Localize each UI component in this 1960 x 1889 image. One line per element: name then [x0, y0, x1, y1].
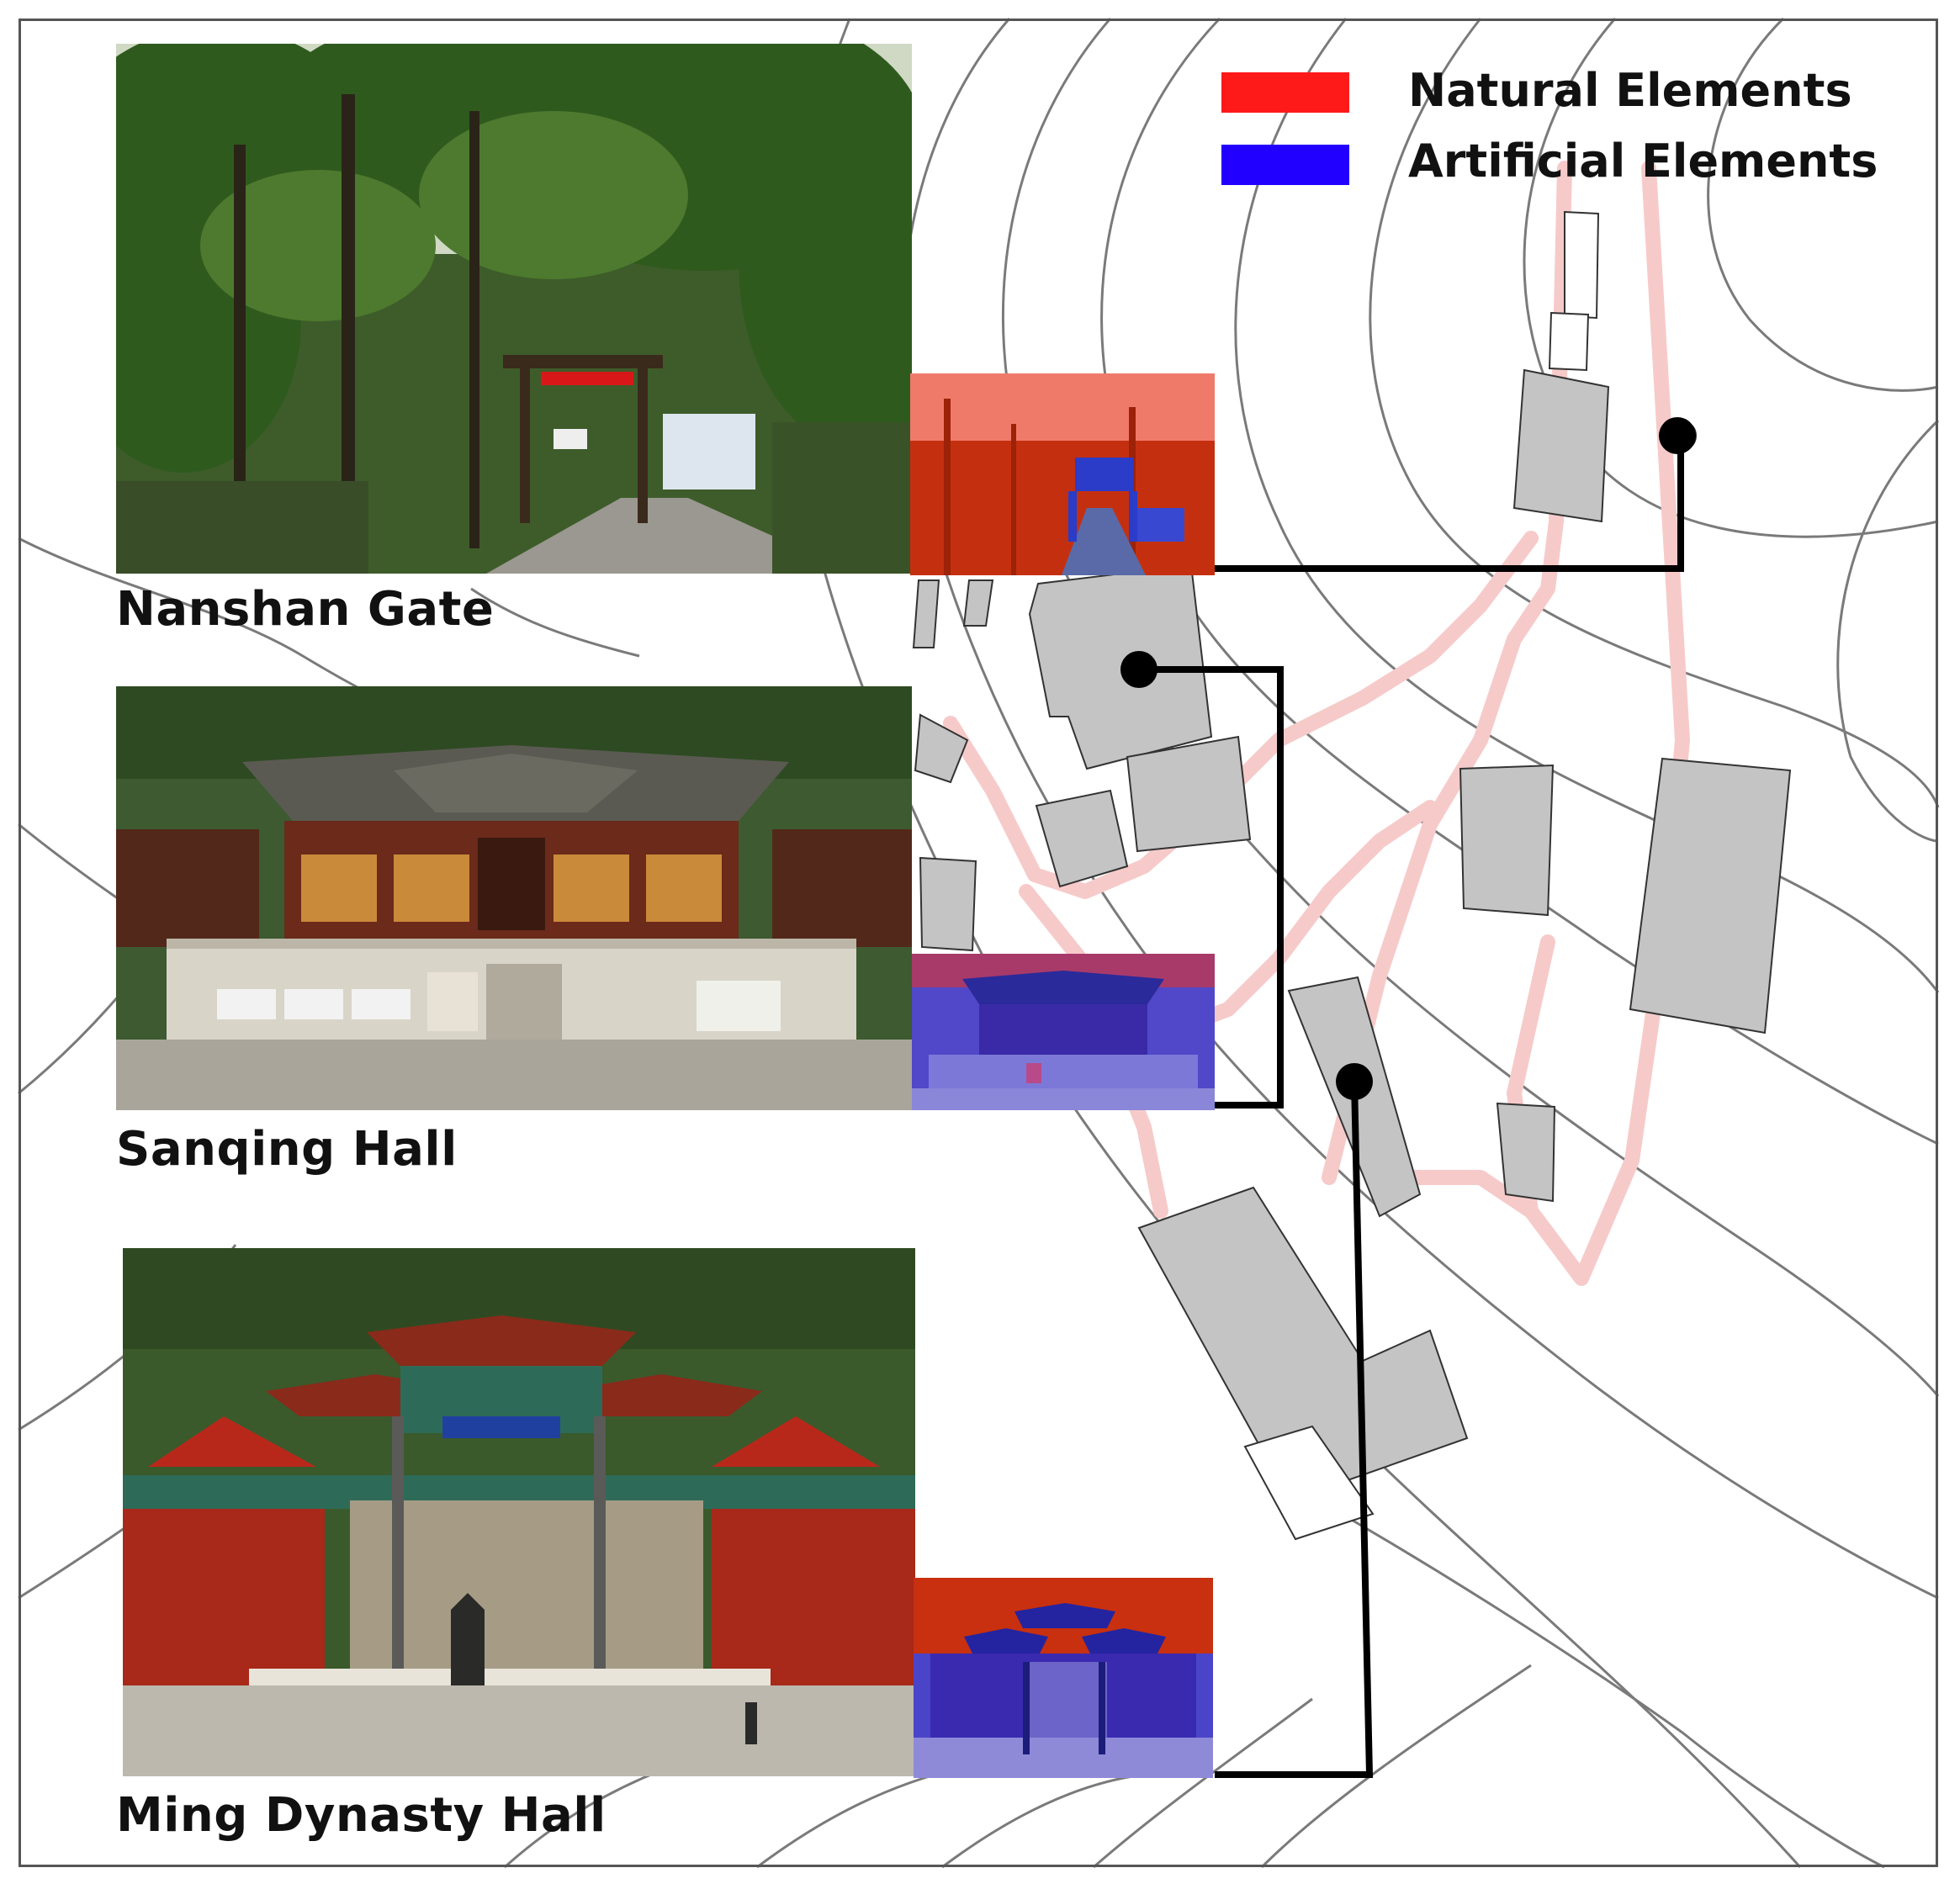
building [1459, 764, 1555, 917]
building [1629, 757, 1792, 1034]
contour-line [1836, 419, 1940, 843]
contour-line [1311, 1495, 1885, 1869]
site-label-ming-dynasty-hall: Ming Dynasty Hall [116, 1788, 607, 1843]
figure-border [19, 19, 1938, 1867]
building [912, 579, 940, 648]
segmentation-ming-image [914, 1578, 1213, 1778]
building [1126, 735, 1252, 853]
temple-hall-photo [116, 686, 912, 1110]
site-label-sanqing-hall: Sanqing Hall [116, 1122, 458, 1177]
forest-gate-photo [116, 44, 912, 574]
leader-lines [1139, 436, 1684, 1778]
building-footprints [912, 210, 1792, 1541]
contour-line [1260, 1664, 1532, 1869]
building [1512, 368, 1610, 523]
building [1243, 1425, 1375, 1541]
building [1548, 311, 1590, 372]
building [914, 713, 969, 784]
leader-dots [1120, 417, 1696, 1100]
ming-hall-photo [123, 1248, 915, 1776]
leader-line-ming [1215, 1081, 1374, 1778]
leader-line-gate [1215, 436, 1684, 572]
legend-swatch-natural [1221, 72, 1349, 113]
leader-line-sanqing [1139, 666, 1284, 1109]
anchor-dot-sanqing [1120, 651, 1157, 688]
contour-line [1001, 18, 1940, 1397]
legend-label-artificial: Artificial Elements [1408, 135, 1878, 188]
building [919, 856, 977, 952]
contour-line [470, 587, 640, 658]
building [962, 579, 994, 627]
legend-swatch-artificial [1221, 145, 1349, 185]
anchor-dot-gate [1659, 417, 1696, 454]
site-label-nanshan-gate: Nanshan Gate [116, 582, 495, 637]
building [1028, 564, 1213, 770]
contour-line [1707, 17, 1939, 392]
building [1496, 1102, 1556, 1203]
building [1035, 789, 1129, 888]
segmentation-gate-image [910, 373, 1215, 575]
path-segment [1406, 1170, 1539, 1219]
anchor-dot-ming [1336, 1063, 1373, 1100]
contour-line [941, 1773, 1145, 1869]
segmentation-hall-image [912, 954, 1215, 1110]
contour-line [1369, 18, 1940, 808]
contour-line [1093, 1697, 1313, 1869]
building [1564, 210, 1600, 320]
legend-label-natural: Natural Elements [1408, 64, 1852, 117]
